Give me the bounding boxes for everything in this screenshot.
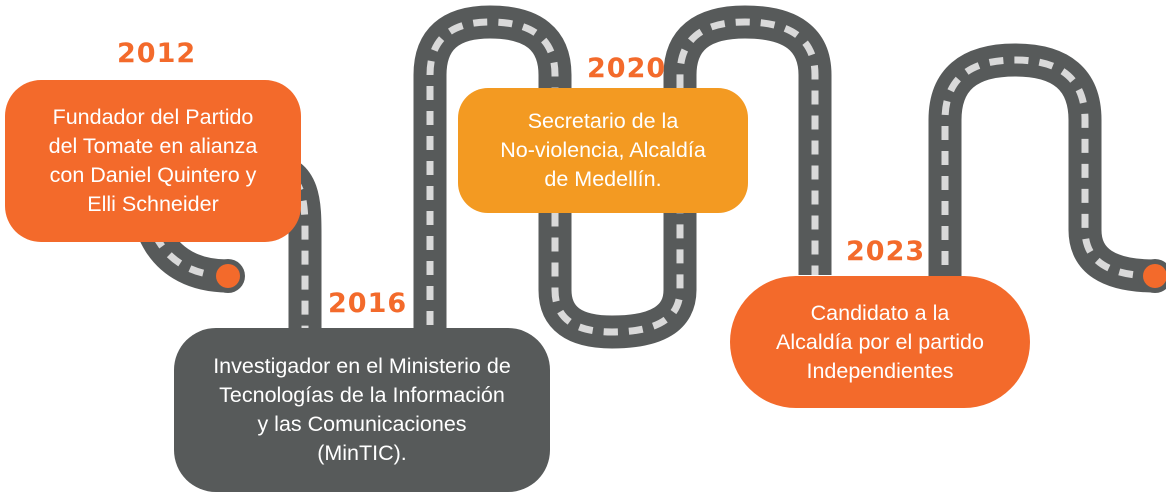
milestone-2020-line: No-violencia, Alcaldía xyxy=(500,138,706,162)
milestone-2016-line: Tecnologías de la Información xyxy=(219,383,505,407)
milestone-card-2016: Investigador en el Ministerio de Tecnolo… xyxy=(174,328,550,492)
milestone-2016-line: y las Comunicaciones xyxy=(257,412,467,436)
milestone-year-2023: 2023 xyxy=(846,236,926,267)
milestone-2016-line: Investigador en el Ministerio de xyxy=(213,354,511,378)
milestone-2023-line: Alcaldía por el partido xyxy=(776,329,984,354)
milestone-year-2020: 2020 xyxy=(587,53,667,84)
milestone-card-2012: Fundador del Partido del Tomate en alian… xyxy=(5,80,301,242)
milestone-year-2016: 2016 xyxy=(328,288,408,319)
milestone-year-2012: 2012 xyxy=(117,38,197,69)
milestone-card-2023: Candidato a la Alcaldía por el partido I… xyxy=(730,276,1030,408)
milestone-2012-line: con Daniel Quintero y xyxy=(49,163,257,187)
milestone-2020-line: Secretario de la xyxy=(527,109,679,133)
milestone-2012-line: Elli Schneider xyxy=(87,192,219,216)
road-end-marker xyxy=(1138,259,1166,293)
milestone-2020-line: de Medellín. xyxy=(544,167,662,191)
milestone-2012-line: Fundador del Partido xyxy=(52,105,254,129)
milestone-2023-line: Candidato a la xyxy=(810,300,950,325)
milestone-2023-line: Independientes xyxy=(806,358,954,383)
road-start-marker xyxy=(211,259,245,293)
milestone-2016-line: (MinTIC). xyxy=(317,441,407,465)
milestone-card-2020: Secretario de la No-violencia, Alcaldía … xyxy=(458,88,748,213)
milestone-2012-line: del Tomate en alianza xyxy=(48,134,258,158)
